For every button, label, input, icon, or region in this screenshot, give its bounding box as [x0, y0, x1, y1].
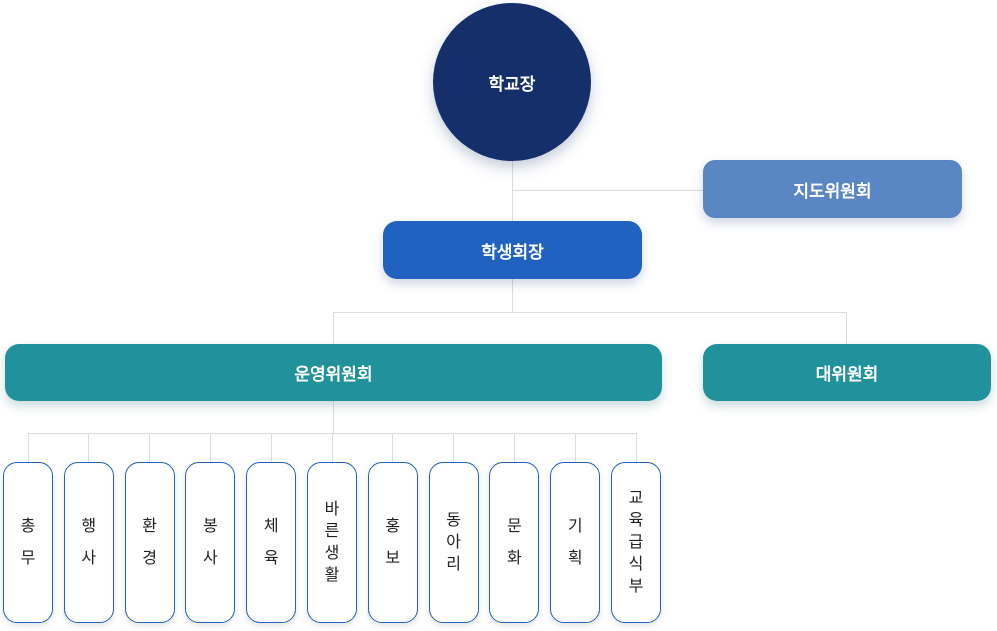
dept-label-char: 육	[263, 549, 279, 567]
dept-label-char: 총	[20, 517, 36, 535]
connector-dept-drop	[513, 433, 515, 462]
connector-operating-drop	[333, 312, 334, 344]
connector-dept-drop	[270, 433, 272, 462]
dept-label-char: 활	[324, 566, 340, 584]
connector-dept-drop	[331, 433, 333, 462]
dept-label-char: 교	[628, 489, 644, 507]
connector-president-down	[512, 279, 513, 312]
operating-committee-node: 운영위원회	[5, 344, 662, 401]
dept-label-char: 른	[324, 522, 340, 540]
advisory-committee-node: 지도위원회	[703, 160, 962, 218]
connector-dept-drop	[88, 433, 90, 462]
connector-advisory-branch	[512, 190, 703, 191]
dept-label-char: 부	[628, 577, 644, 595]
dept-label-char: 환	[142, 517, 157, 535]
student-president-label: 학생회장	[481, 242, 544, 262]
connector-dept-drop	[453, 433, 455, 462]
connector-representative-drop	[846, 312, 847, 344]
principal-node: 학교장	[433, 3, 591, 161]
connector-committees-bus	[333, 312, 847, 313]
dept-label-char: 아	[446, 533, 461, 551]
dept-label-char: 경	[142, 549, 157, 567]
dept-label-char: 육	[628, 511, 644, 529]
dept-label-char: 홍	[385, 517, 401, 535]
connector-dept-drop	[209, 433, 211, 462]
connector-operating-down	[333, 401, 334, 433]
dept-label-char: 무	[20, 549, 36, 567]
dept-label-char: 바	[324, 500, 340, 518]
advisory-committee-label: 지도위원회	[793, 181, 872, 201]
representative-committee-label: 대위원회	[815, 365, 879, 384]
representative-committee-node: 대위원회	[703, 344, 991, 401]
dept-label-char: 사	[203, 549, 218, 567]
dept-label-char: 사	[81, 549, 97, 567]
connector-dept-drop	[574, 433, 576, 462]
principal-label: 학교장	[488, 74, 536, 94]
dept-label-char: 식	[628, 555, 644, 573]
connector-dept-drop	[27, 433, 29, 462]
connector-dept-drop	[635, 433, 637, 462]
connector-dept-drop	[149, 433, 151, 462]
connector-dept-drop	[392, 433, 394, 462]
student-president-node: 학생회장	[383, 221, 642, 279]
dept-label-char: 체	[263, 517, 279, 535]
dept-label-char: 획	[567, 549, 583, 567]
dept-label-char: 봉	[203, 517, 218, 535]
dept-label-char: 리	[446, 555, 461, 573]
dept-label-char: 급	[628, 533, 644, 551]
dept-label-char: 행	[81, 517, 97, 535]
dept-label-char: 생	[324, 544, 340, 562]
dept-label-char: 화	[507, 549, 522, 567]
dept-label-char: 보	[385, 549, 401, 567]
dept-label-char: 문	[507, 517, 522, 535]
dept-label-char: 기	[567, 517, 583, 535]
operating-committee-label: 운영위원회	[294, 365, 373, 384]
dept-label-char: 동	[446, 511, 461, 529]
